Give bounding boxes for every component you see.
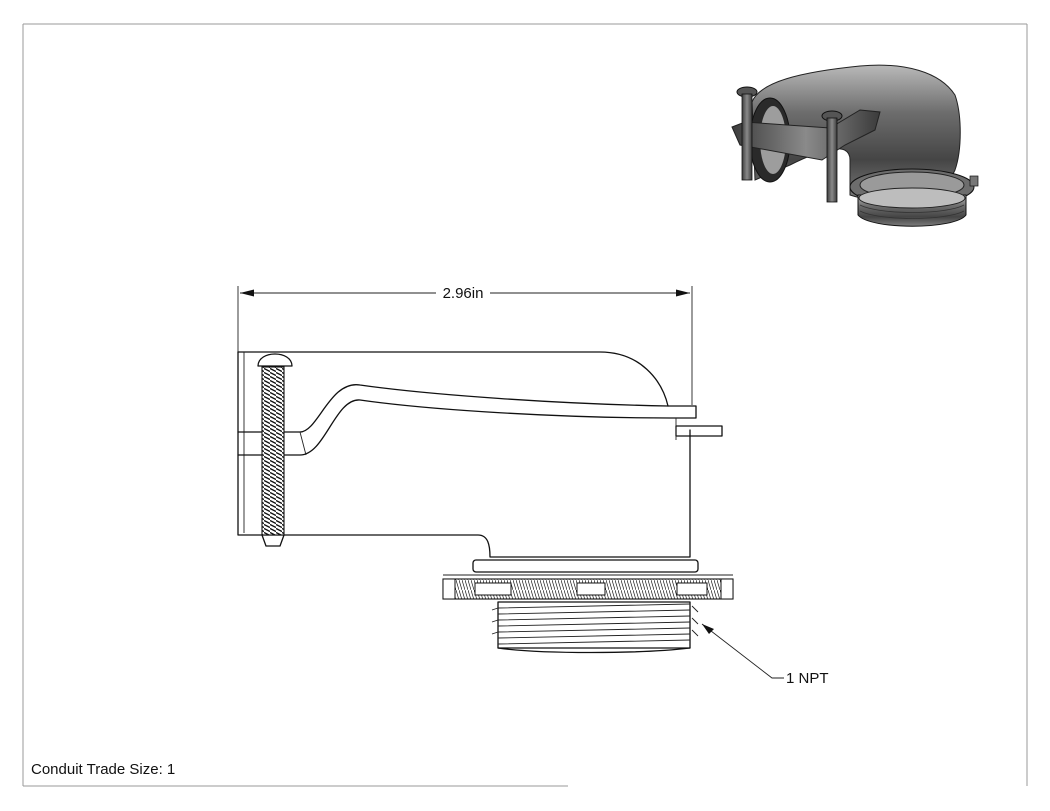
dimension-overall-width: 2.96in [237, 285, 693, 405]
thread-callout-label: 1 NPT [786, 670, 829, 687]
sheet-border [22, 23, 1028, 787]
screw-head [257, 353, 293, 367]
npt-thread [491, 601, 699, 654]
fitting-side-elevation [237, 351, 734, 654]
trade-size-note: Conduit Trade Size: 1 [31, 761, 176, 778]
clamp-screw-right [821, 110, 843, 203]
fitting-3d-render [731, 64, 979, 227]
dimension-width-label: 2.96in [443, 285, 484, 302]
screw-shank [261, 366, 285, 536]
thread-callout: 1 NPT [701, 623, 829, 687]
clamp-screw-left [736, 86, 758, 181]
